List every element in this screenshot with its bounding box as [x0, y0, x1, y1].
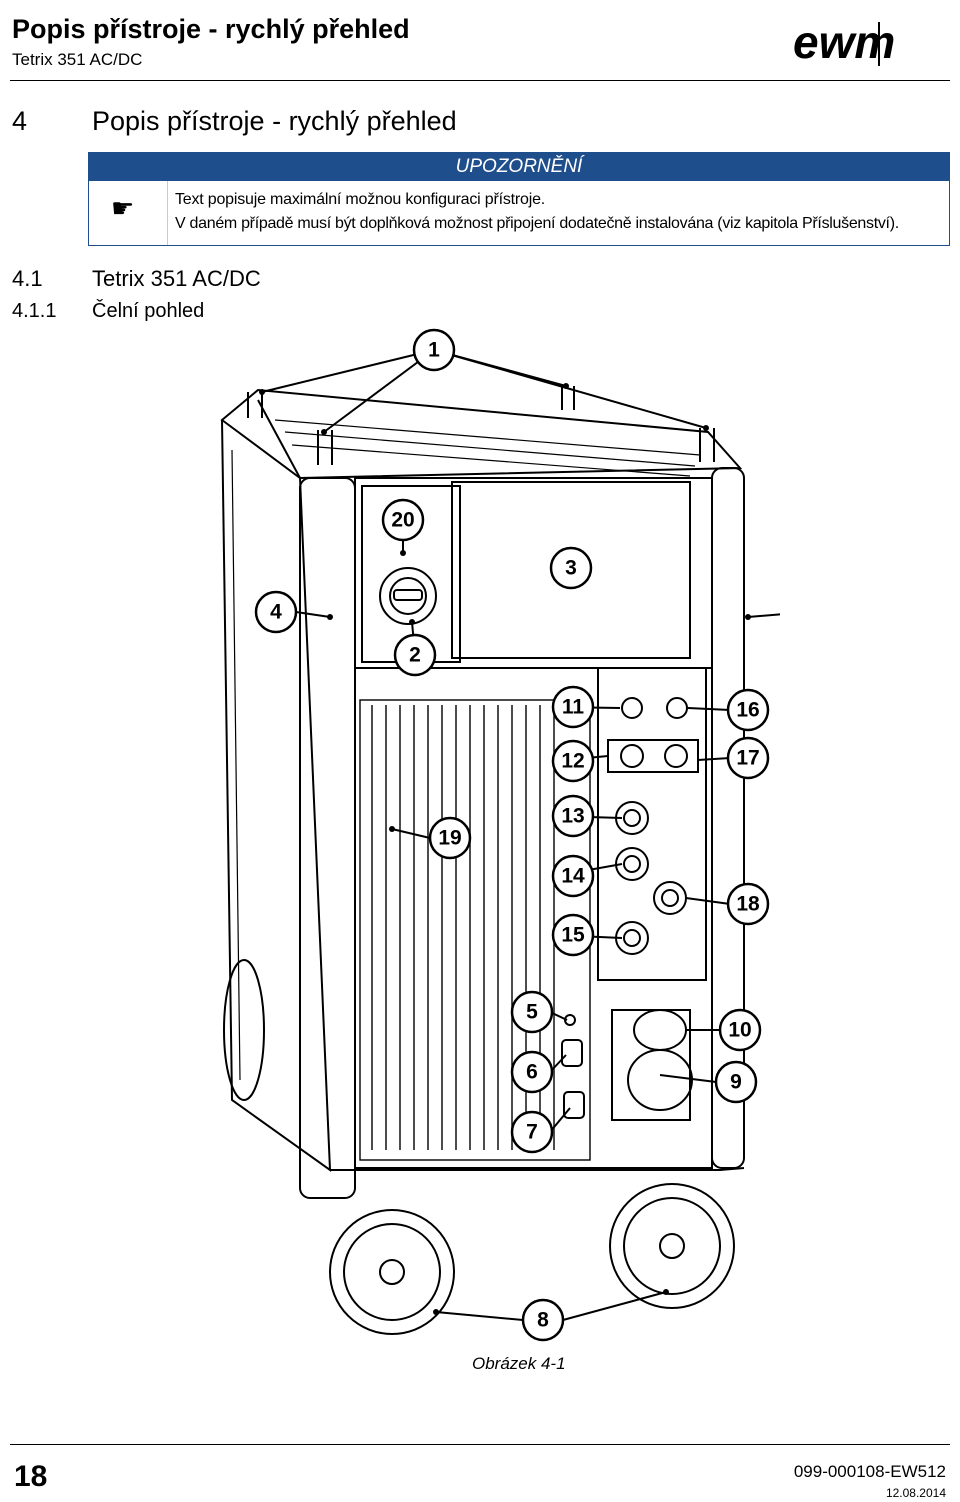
- notice-bar: UPOZORNĚNÍ: [89, 153, 949, 181]
- callout-8: 8: [521, 1298, 565, 1342]
- figure-caption: Obrázek 4-1: [472, 1354, 566, 1373]
- callout-5: 5: [510, 990, 554, 1034]
- svg-text:1: 1: [428, 339, 440, 362]
- svg-text:15: 15: [561, 924, 585, 947]
- connector-7: [563, 1091, 585, 1119]
- callout-7: 7: [510, 1110, 554, 1154]
- callout-2: 2: [393, 633, 437, 677]
- callout-1: 1: [412, 328, 456, 372]
- svg-text:8: 8: [537, 1309, 549, 1332]
- wheel-right: [609, 1183, 735, 1309]
- callout-18: 18: [726, 882, 770, 926]
- notice-label: UPOZORNĚNÍ: [455, 156, 583, 177]
- svg-text:6: 6: [526, 1061, 538, 1084]
- callout-9: 9: [714, 1060, 758, 1104]
- callout-20: 20: [381, 498, 425, 542]
- callout-4-left: 4: [254, 590, 298, 634]
- lower-front-panel: [354, 667, 713, 1169]
- svg-text:19: 19: [438, 827, 461, 850]
- mains-plug: [633, 1009, 687, 1051]
- svg-text:2: 2: [409, 644, 421, 667]
- callout-15: 15: [551, 913, 595, 957]
- callout-14: 14: [551, 854, 595, 898]
- subsubsection-title: Čelní pohled: [92, 300, 205, 322]
- callout-16: 16: [726, 688, 770, 732]
- machine-front-view-figure: 1 20 3 4 4 2 11 16 12 17 13 19 14 18 15 …: [220, 328, 780, 1342]
- wheel-rear: [223, 959, 265, 1101]
- svg-text:13: 13: [561, 805, 584, 828]
- svg-text:3: 3: [565, 557, 577, 580]
- callout-11: 11: [551, 685, 595, 729]
- svg-text:11: 11: [562, 696, 585, 719]
- callout-6: 6: [510, 1050, 554, 1094]
- socket-17: [664, 744, 688, 768]
- notice-text-2: V daném případě musí být doplňková možno…: [175, 215, 899, 232]
- svg-text:7: 7: [526, 1121, 538, 1144]
- svg-text:14: 14: [561, 865, 585, 888]
- svg-text:9: 9: [730, 1071, 742, 1094]
- notice-box: UPOZORNĚNÍ ☛ Text popisuje maximální mož…: [88, 152, 950, 246]
- callout-10: 10: [718, 1008, 762, 1052]
- top-frame: [220, 388, 743, 480]
- svg-text:20: 20: [391, 509, 414, 532]
- document-code: 099-000108-EW512: [793, 1462, 946, 1481]
- socket-11: [621, 697, 643, 719]
- svg-text:17: 17: [736, 747, 759, 770]
- callout-17: 17: [726, 736, 770, 780]
- subsection-title: Tetrix 351 AC/DC: [92, 266, 261, 291]
- callout-3: 3: [549, 546, 593, 590]
- header-title: Popis přístroje - rychlý přehled: [12, 14, 410, 44]
- socket-18: [653, 881, 687, 915]
- header-rule: [10, 80, 950, 81]
- page-number: 18: [14, 1460, 48, 1493]
- callout-13: 13: [551, 794, 595, 838]
- socket-16: [666, 697, 688, 719]
- svg-text:10: 10: [728, 1019, 751, 1042]
- svg-text:16: 16: [736, 699, 759, 722]
- connector-6: [561, 1039, 583, 1067]
- ewm-logo: ewm: [793, 18, 895, 68]
- connector-panel: [597, 667, 707, 981]
- notice-icon-cell: ☛: [89, 181, 168, 245]
- header-subtitle: Tetrix 351 AC/DC: [12, 50, 143, 69]
- svg-text:4: 4: [270, 601, 282, 624]
- svg-text:5: 5: [526, 1001, 538, 1024]
- notice-text-1: Text popisuje maximální možnou konfigura…: [175, 191, 546, 208]
- svg-text:18: 18: [736, 893, 760, 916]
- subsection-number: 4.1: [12, 266, 43, 291]
- section-title: Popis přístroje - rychlý přehled: [92, 106, 457, 136]
- section-number: 4: [12, 106, 28, 136]
- main-switch: [379, 567, 437, 625]
- left-side-panel: [221, 419, 332, 1173]
- subsubsection-number: 4.1.1: [12, 300, 57, 322]
- handle-left: [247, 392, 263, 418]
- callout-12: 12: [551, 739, 595, 783]
- callout-19: 19: [428, 816, 472, 860]
- svg-text:12: 12: [561, 750, 584, 773]
- socket-12: [620, 744, 644, 768]
- socket-14: [615, 847, 649, 881]
- footer-rule: [10, 1444, 950, 1445]
- pointing-hand-icon: ☛: [111, 193, 135, 223]
- wheel-left: [329, 1209, 455, 1335]
- document-date: 12.08.2014: [885, 1486, 946, 1500]
